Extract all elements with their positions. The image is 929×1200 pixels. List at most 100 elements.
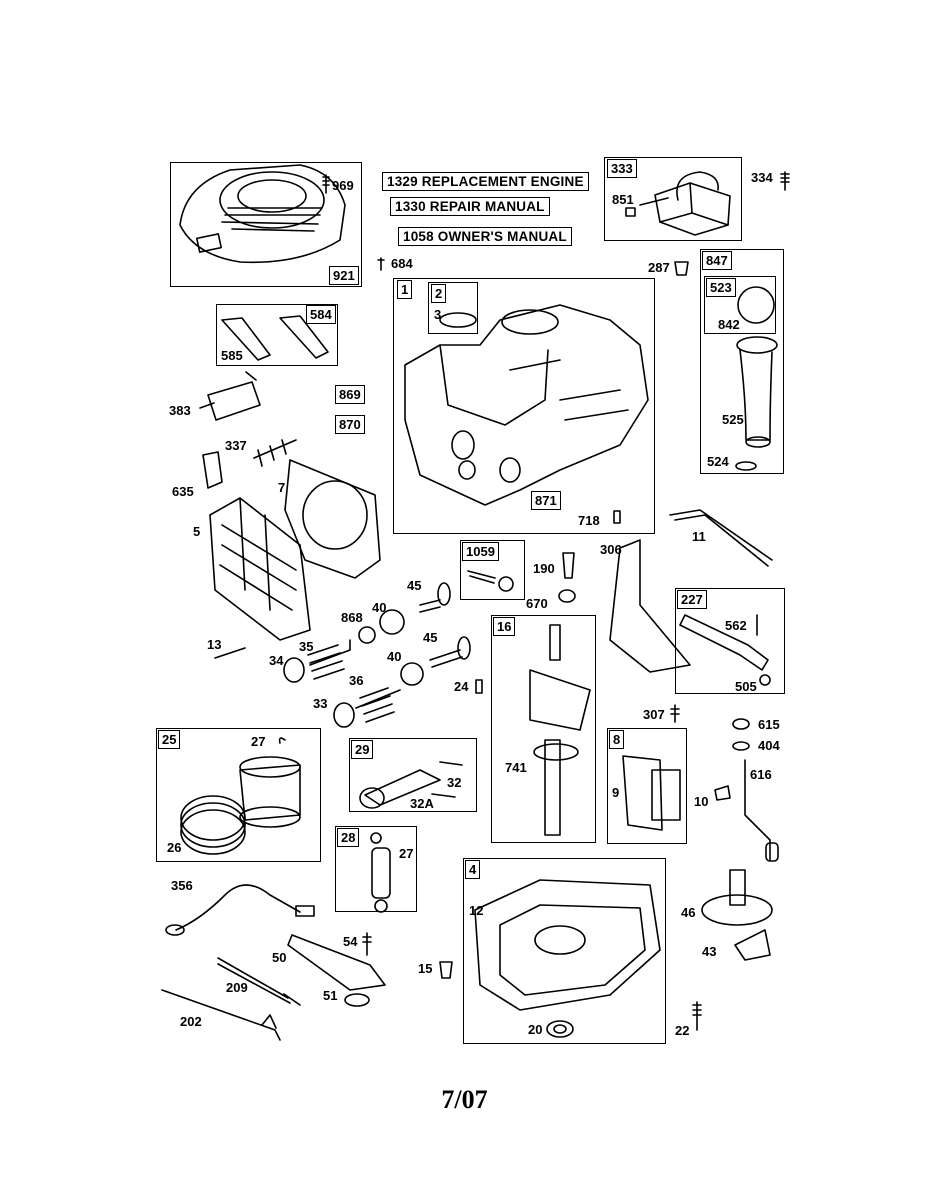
- bracket-drawing: [221, 315, 329, 361]
- owners-manual-title: 1058 OWNER'S MANUAL: [398, 227, 572, 246]
- part-label-22[interactable]: 22: [675, 1023, 690, 1038]
- replacement-engine-title: 1329 REPLACEMENT ENGINE: [382, 172, 589, 191]
- part-label-40-upper[interactable]: 40: [372, 600, 387, 615]
- part-label-524[interactable]: 524: [707, 454, 729, 469]
- part-label-718[interactable]: 718: [578, 513, 600, 528]
- part-label-45-lower[interactable]: 45: [423, 630, 438, 645]
- part-box-1[interactable]: 1: [397, 280, 413, 299]
- blower-housing-drawing: [179, 164, 346, 264]
- part-label-32[interactable]: 32: [447, 775, 462, 790]
- part-box-921[interactable]: 921: [329, 266, 359, 285]
- part-label-616[interactable]: 616: [750, 767, 772, 782]
- repair-manual-title: 1330 REPAIR MANUAL: [390, 197, 550, 216]
- cylinder-block-drawing: [404, 304, 649, 506]
- part-label-45-upper[interactable]: 45: [407, 578, 422, 593]
- part-label-851[interactable]: 851: [612, 192, 634, 207]
- part-box-8[interactable]: 8: [609, 730, 625, 749]
- frame-blower-housing: [170, 162, 362, 287]
- ignition-coil-drawing: [625, 171, 731, 236]
- part-label-209[interactable]: 209: [226, 980, 248, 995]
- part-label-26[interactable]: 26: [167, 840, 182, 855]
- part-label-5[interactable]: 5: [193, 524, 201, 539]
- part-label-50[interactable]: 50: [272, 950, 287, 965]
- part-label-27-piston[interactable]: 27: [251, 734, 266, 749]
- part-label-35[interactable]: 35: [299, 639, 314, 654]
- frame-dipstick: [700, 249, 784, 474]
- frame-governor: [675, 588, 785, 694]
- part-label-12[interactable]: 12: [469, 903, 484, 918]
- part-label-741[interactable]: 741: [505, 760, 527, 775]
- part-box-2[interactable]: 2: [431, 284, 447, 303]
- part-label-20[interactable]: 20: [528, 1022, 543, 1037]
- part-label-7[interactable]: 7: [278, 480, 286, 495]
- part-box-25[interactable]: 25: [158, 730, 181, 749]
- frame-crankshaft: [491, 615, 596, 843]
- part-label-525[interactable]: 525: [722, 412, 744, 427]
- part-label-51[interactable]: 51: [323, 988, 338, 1003]
- part-label-635[interactable]: 635: [172, 484, 194, 499]
- part-label-684[interactable]: 684: [391, 256, 413, 271]
- part-label-54[interactable]: 54: [343, 934, 358, 949]
- part-label-383[interactable]: 383: [169, 403, 191, 418]
- part-label-34[interactable]: 34: [269, 653, 284, 668]
- part-label-33[interactable]: 33: [313, 696, 328, 711]
- part-label-43[interactable]: 43: [702, 944, 717, 959]
- part-box-1059[interactable]: 1059: [462, 542, 499, 561]
- page-date-footer: 7/07: [441, 1085, 488, 1114]
- part-label-585[interactable]: 585: [221, 348, 243, 363]
- part-box-4[interactable]: 4: [465, 860, 481, 879]
- part-label-3[interactable]: 3: [434, 307, 442, 322]
- part-box-333[interactable]: 333: [607, 159, 637, 178]
- part-label-9[interactable]: 9: [612, 785, 620, 800]
- part-box-871[interactable]: 871: [531, 491, 561, 510]
- part-box-847[interactable]: 847: [702, 251, 732, 270]
- frame-brackets: [216, 304, 338, 366]
- part-box-28[interactable]: 28: [337, 828, 360, 847]
- frame-sump: [463, 858, 666, 1044]
- frame-seal: [428, 282, 478, 334]
- part-label-306[interactable]: 306: [600, 542, 622, 557]
- frame-connecting-rod: [349, 738, 477, 812]
- valve-spring-drawing: [283, 639, 401, 728]
- part-label-190[interactable]: 190: [533, 561, 555, 576]
- part-box-869[interactable]: 869: [335, 385, 365, 404]
- part-box-29[interactable]: 29: [351, 740, 374, 759]
- part-label-337[interactable]: 337: [225, 438, 247, 453]
- part-box-16[interactable]: 16: [493, 617, 516, 636]
- part-label-11[interactable]: 11: [692, 529, 706, 544]
- part-label-40-lower[interactable]: 40: [387, 649, 402, 664]
- frame-piston-pin: [335, 826, 417, 912]
- part-label-13[interactable]: 13: [207, 637, 222, 652]
- part-label-27-pin[interactable]: 27: [399, 846, 414, 861]
- part-label-24[interactable]: 24: [454, 679, 469, 694]
- frame-ignition-coil: [604, 157, 742, 241]
- part-box-584[interactable]: 584: [306, 305, 336, 324]
- part-label-868[interactable]: 868: [341, 610, 363, 625]
- part-label-15[interactable]: 15: [418, 961, 433, 976]
- part-label-32a[interactable]: 32A: [410, 796, 434, 811]
- part-label-670[interactable]: 670: [526, 596, 548, 611]
- part-label-842[interactable]: 842: [718, 317, 740, 332]
- part-label-287[interactable]: 287: [648, 260, 670, 275]
- dipstick-tube-drawing: [735, 286, 778, 471]
- part-box-523[interactable]: 523: [706, 278, 736, 297]
- part-label-615[interactable]: 615: [758, 717, 780, 732]
- sump-drawing: [474, 879, 661, 1011]
- piston-drawing: [180, 737, 301, 855]
- part-box-227[interactable]: 227: [677, 590, 707, 609]
- part-label-307[interactable]: 307: [643, 707, 665, 722]
- part-label-562[interactable]: 562: [725, 618, 747, 633]
- part-label-334[interactable]: 334: [751, 170, 773, 185]
- part-label-404[interactable]: 404: [758, 738, 780, 753]
- part-label-505[interactable]: 505: [735, 679, 757, 694]
- part-box-870[interactable]: 870: [335, 415, 365, 434]
- part-label-202[interactable]: 202: [180, 1014, 202, 1029]
- part-label-36[interactable]: 36: [349, 673, 364, 688]
- crankshaft-drawing: [529, 624, 591, 836]
- cylinder-head-drawing: [209, 497, 311, 641]
- part-label-10[interactable]: 10: [694, 794, 709, 809]
- part-label-969[interactable]: 969: [332, 178, 354, 193]
- part-label-356[interactable]: 356: [171, 878, 193, 893]
- part-label-46[interactable]: 46: [681, 905, 696, 920]
